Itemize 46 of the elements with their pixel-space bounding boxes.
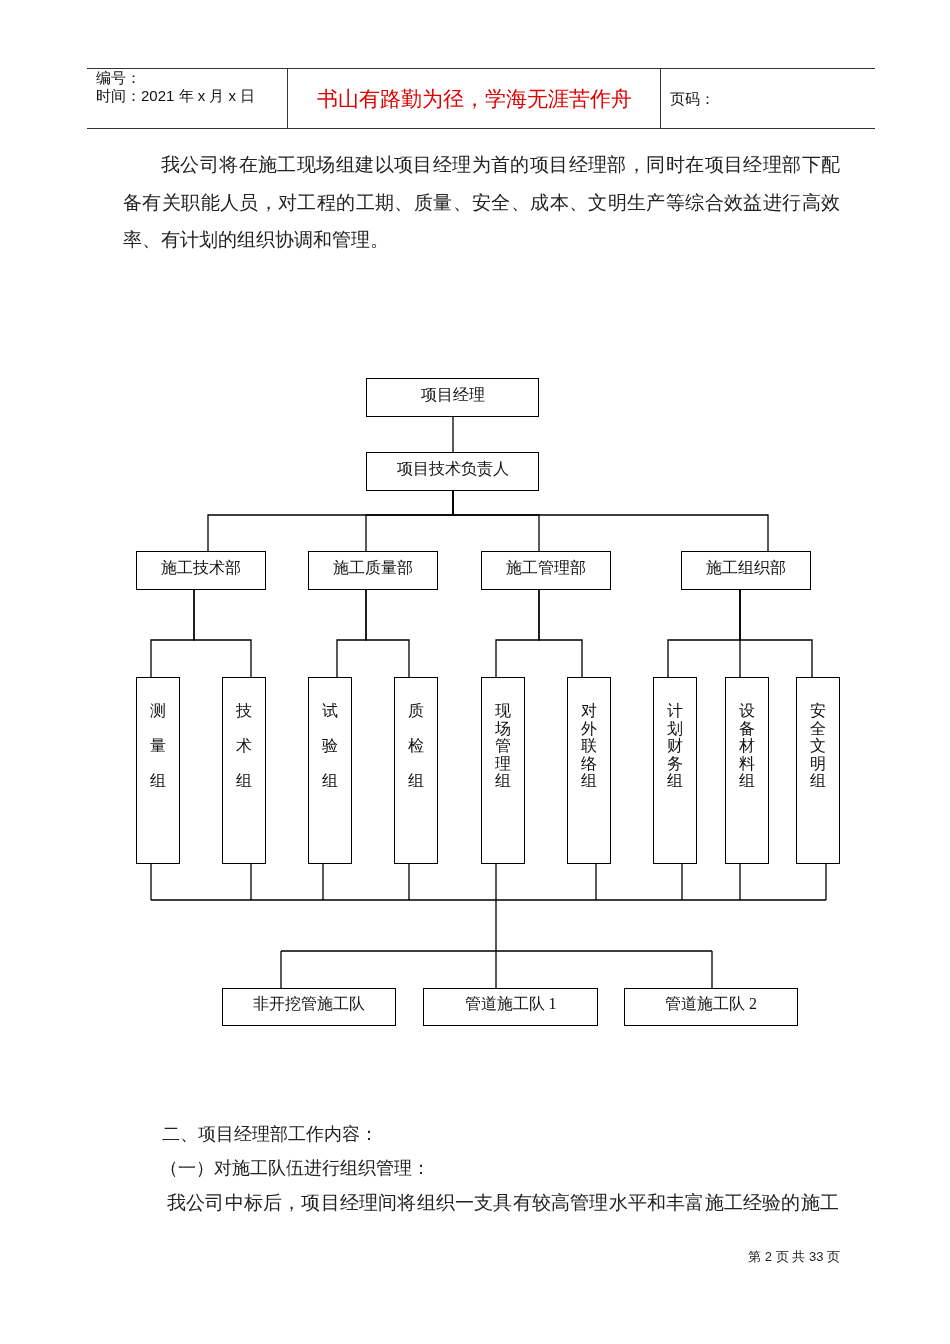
connector-line <box>250 863 252 901</box>
connector-line <box>193 589 252 678</box>
connector-line <box>150 863 152 901</box>
connector-line <box>825 863 827 901</box>
connector-line <box>739 863 741 901</box>
connector-line <box>681 863 683 901</box>
org-chart-column-box: 设备材料组 <box>725 677 769 864</box>
org-chart-box: 施工管理部 <box>481 551 611 590</box>
page-footer-text: 第 2 页 共 33 页 <box>747 1249 840 1265</box>
org-chart-box: 管道施工队 1 <box>423 988 598 1026</box>
section-heading: 二、项目经理部工作内容： <box>162 1123 378 1146</box>
org-chart-box: 项目经理 <box>366 378 539 417</box>
field-label: 编号： <box>96 69 141 87</box>
org-chart-column-box: 计划财务组 <box>653 677 697 864</box>
org-chart-column-box: 质检组 <box>394 677 438 864</box>
connector-line <box>365 589 410 678</box>
org-chart-column-box: 测量组 <box>136 677 180 864</box>
connector-line <box>595 863 597 901</box>
org-chart-column-box: 现场管理组 <box>481 677 525 864</box>
connector-line <box>538 589 583 678</box>
connector-line <box>452 416 454 453</box>
connector-line <box>408 863 410 901</box>
org-chart-box: 施工组织部 <box>681 551 811 590</box>
connector-line <box>711 950 713 989</box>
org-chart-box: 非开挖管施工队 <box>222 988 396 1026</box>
date-text: 时间：2021 年 x 月 x 日 <box>96 87 256 105</box>
org-chart-column-box: 安全文明组 <box>796 677 840 864</box>
connector-line <box>280 950 282 989</box>
body-paragraph: 我公司将在施工现场组建以项目经理为首的项目经理部，同时在项目经理部下配备有关职能人员，对工程的工期、质量、安全、成本、文明生产等综合效益进行高效率、有计划的组织协调和管理。 <box>123 153 840 252</box>
org-chart-column-box: 试验组 <box>308 677 352 864</box>
connector-bus-line <box>150 899 827 952</box>
body-paragraph: 我公司中标后，项目经理间将组织一支具有较高管理水平和丰富施工经验的施工 <box>167 1191 839 1215</box>
connector-line <box>322 863 324 901</box>
org-chart-column-box: 技术组 <box>222 677 266 864</box>
subsection-heading: （一）对施工队伍进行组织管理： <box>160 1157 430 1180</box>
connector-line <box>495 950 497 989</box>
org-chart-column-box: 对外联络组 <box>567 677 611 864</box>
page-number-label: 页码： <box>670 90 715 108</box>
org-chart-box: 施工技术部 <box>136 551 266 590</box>
connector-line <box>452 490 769 552</box>
connector-line <box>739 589 813 678</box>
org-chart-box: 施工质量部 <box>308 551 438 590</box>
org-chart-box: 管道施工队 2 <box>624 988 798 1026</box>
org-chart-box: 项目技术负责人 <box>366 452 539 491</box>
motto-text: 书山有路勤为径，学海无涯苦作舟 <box>316 86 633 112</box>
connector-line <box>495 863 497 901</box>
